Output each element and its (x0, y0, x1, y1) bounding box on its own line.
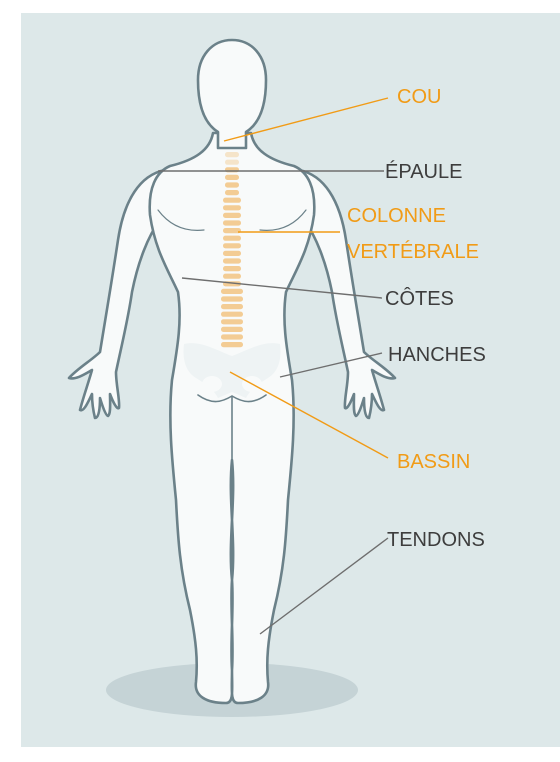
label-cotes: CÔTES (385, 287, 454, 310)
vertebra (223, 258, 241, 263)
vertebra (223, 243, 241, 248)
label-hanches: HANCHES (388, 344, 486, 366)
vertebra (225, 175, 239, 180)
vertebra (223, 236, 241, 241)
vertebra (221, 342, 243, 347)
label-colonne-line1: COLONNE (347, 205, 446, 227)
vertebra (221, 319, 243, 324)
vertebra (225, 152, 239, 157)
vertebra (221, 304, 243, 309)
vertebra (221, 327, 243, 332)
vertebra (221, 296, 243, 301)
label-colonne-line2: VERTÉBRALE (347, 240, 479, 263)
label-epaule: ÉPAULE (385, 160, 462, 183)
vertebra (223, 251, 241, 256)
label-bassin: BASSIN (397, 451, 470, 473)
label-cou: COU (397, 86, 441, 108)
vertebra (223, 274, 241, 279)
vertebra (223, 266, 241, 271)
label-tendons: TENDONS (387, 529, 485, 551)
vertebra (223, 205, 241, 210)
vertebra (223, 220, 241, 225)
vertebra (221, 312, 243, 317)
vertebra (225, 190, 239, 195)
vertebra (225, 182, 239, 187)
vertebra (225, 160, 239, 165)
vertebra (221, 289, 243, 294)
vertebra (223, 213, 241, 218)
vertebra (221, 334, 243, 339)
vertebra (223, 198, 241, 203)
